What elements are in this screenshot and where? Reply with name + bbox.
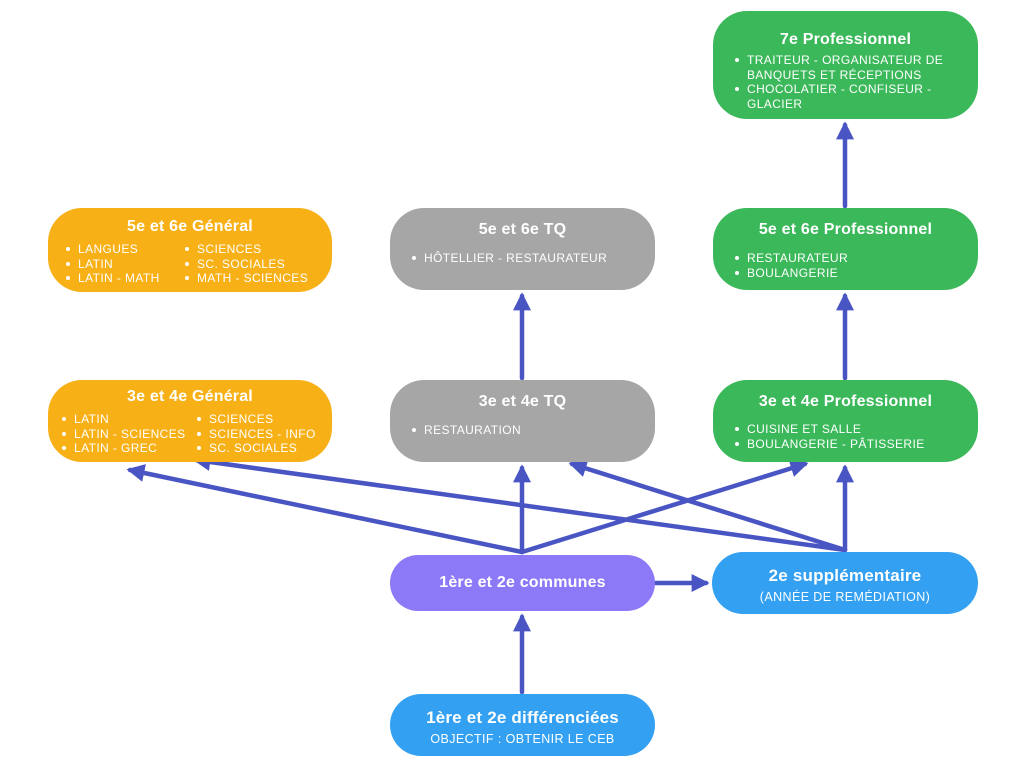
list-item: LATIN — [60, 412, 196, 427]
list-item: RESTAURATION — [410, 423, 645, 438]
node-title: 5e et 6e Professionnel — [758, 221, 933, 238]
node-subtitle: OBJECTIF : OBTENIR LE CEB — [430, 732, 615, 746]
arrow-communes-to-gen3 — [126, 464, 525, 555]
list-item: HÔTELLIER - RESTAURATEUR — [410, 251, 645, 266]
node-1ere-2e-communes: 1ère et 2e communes — [390, 555, 655, 611]
list-item: LANGUES — [64, 242, 182, 257]
node-5e-6e-tq: 5e et 6e TQ HÔTELLIER - RESTAURATEUR — [390, 208, 655, 290]
list-item: BOULANGERIE - PÂTISSERIE — [733, 437, 968, 452]
list-item: LATIN - SCIENCES — [60, 427, 196, 442]
node-2e-supplementaire: 2e supplémentaire (ANNÉE DE REMÉDIATION) — [712, 552, 978, 614]
arrow-supp-to-tq3 — [568, 459, 848, 553]
node-items-right: SCIENCES SC. SOCIALES MATH - SCIENCES — [183, 242, 328, 286]
node-items: TRAITEUR - ORGANISATEUR DE BANQUETS ET R… — [733, 53, 968, 111]
list-item: SC. SOCIALES — [183, 257, 328, 272]
node-title: 3e et 4e Professionnel — [758, 393, 933, 410]
list-item: SCIENCES - INFO — [195, 427, 329, 442]
list-item: SCIENCES — [183, 242, 328, 257]
node-title: 1ère et 2e différenciées — [426, 708, 619, 727]
list-item: SCIENCES — [195, 412, 329, 427]
node-title: 2e supplémentaire — [768, 566, 922, 585]
list-item: SC. SOCIALES — [195, 441, 329, 456]
node-3e-4e-tq: 3e et 4e TQ RESTAURATION — [390, 380, 655, 462]
node-1ere-2e-differenciees: 1ère et 2e différenciées OBJECTIF : OBTE… — [390, 694, 655, 756]
node-7e-professionnel: 7e Professionnel TRAITEUR - ORGANISATEUR… — [713, 11, 978, 119]
list-item: CUISINE ET SALLE — [733, 422, 968, 437]
list-item: TRAITEUR - ORGANISATEUR DE BANQUETS ET R… — [733, 53, 968, 82]
node-5e-6e-general: 5e et 6e Général LANGUES LATIN LATIN - M… — [48, 208, 332, 292]
node-items: RESTAURATEUR BOULANGERIE — [733, 251, 968, 280]
arrow-supp-to-gen3 — [192, 453, 848, 553]
list-item: LATIN - GREC — [60, 441, 196, 456]
list-item: RESTAURATEUR — [733, 251, 968, 266]
list-item: LATIN — [64, 257, 182, 272]
node-items-left: LANGUES LATIN LATIN - MATH — [64, 242, 182, 286]
node-title: 5e et 6e TQ — [478, 221, 567, 238]
node-3e-4e-professionnel: 3e et 4e Professionnel CUISINE ET SALLE … — [713, 380, 978, 462]
node-items-left: LATIN LATIN - SCIENCES LATIN - GREC — [60, 412, 196, 456]
list-item: CHOCOLATIER - CONFISEUR - GLACIER — [733, 82, 968, 111]
arrow-communes-to-pro3 — [519, 459, 809, 555]
node-title: 3e et 4e TQ — [478, 393, 567, 410]
node-5e-6e-professionnel: 5e et 6e Professionnel RESTAURATEUR BOUL… — [713, 208, 978, 290]
node-3e-4e-general: 3e et 4e Général LATIN LATIN - SCIENCES … — [48, 380, 332, 462]
list-item: BOULANGERIE — [733, 266, 968, 281]
node-title: 3e et 4e Général — [127, 388, 253, 405]
list-item: MATH - SCIENCES — [183, 271, 328, 286]
node-title: 5e et 6e Général — [127, 218, 253, 235]
node-items-right: SCIENCES SCIENCES - INFO SC. SOCIALES — [195, 412, 329, 456]
list-item: LATIN - MATH — [64, 271, 182, 286]
node-subtitle: (ANNÉE DE REMÉDIATION) — [759, 590, 931, 604]
node-items: CUISINE ET SALLE BOULANGERIE - PÂTISSERI… — [733, 422, 968, 451]
node-title: 1ère et 2e communes — [439, 574, 606, 591]
node-title: 7e Professionnel — [779, 31, 912, 48]
node-items: RESTAURATION — [410, 423, 645, 438]
node-items: HÔTELLIER - RESTAURATEUR — [410, 251, 645, 266]
